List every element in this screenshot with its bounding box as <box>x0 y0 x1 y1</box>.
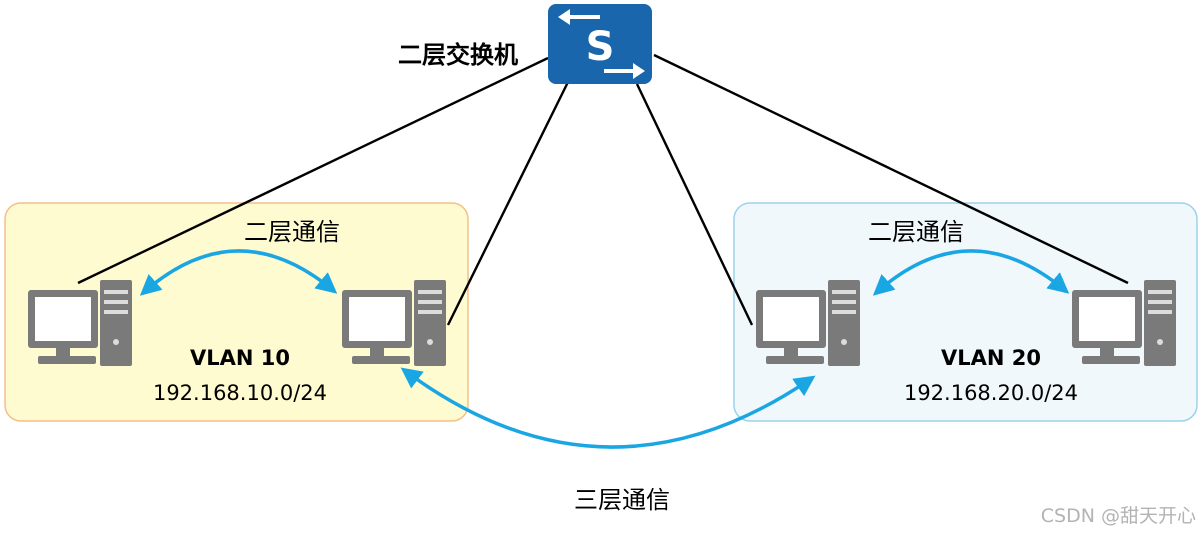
switch-icon-letter: S <box>586 24 615 70</box>
vlan-20-subnet: 192.168.20.0/24 <box>904 381 1078 405</box>
vlan-10-area <box>4 202 469 422</box>
vlan-20-name: VLAN 20 <box>941 346 1041 370</box>
layer2-switch-icon: S <box>548 4 652 84</box>
vlan-10-layer2-arrow <box>139 249 338 296</box>
inter-vlan-label: 三层通信 <box>574 486 670 514</box>
link-host-1 <box>77 56 549 285</box>
vlan-10-link-label: 二层通信 <box>244 218 340 246</box>
vlan-10-subnet: 192.168.10.0/24 <box>153 381 327 405</box>
switch-label: 二层交换机 <box>398 41 518 69</box>
switch-links <box>77 53 1129 326</box>
vlan-20-link-label: 二层通信 <box>868 218 964 246</box>
link-host-3 <box>635 83 754 326</box>
inter-vlan-layer3-arrow <box>400 367 816 449</box>
link-host-4 <box>653 53 1129 285</box>
link-host-2 <box>446 81 570 326</box>
vlan-10-name: VLAN 10 <box>190 346 290 370</box>
watermark: CSDN @甜天开心 <box>1041 505 1196 527</box>
vlan-20-area <box>733 202 1198 422</box>
vlan-20-layer2-arrow <box>872 249 1070 296</box>
